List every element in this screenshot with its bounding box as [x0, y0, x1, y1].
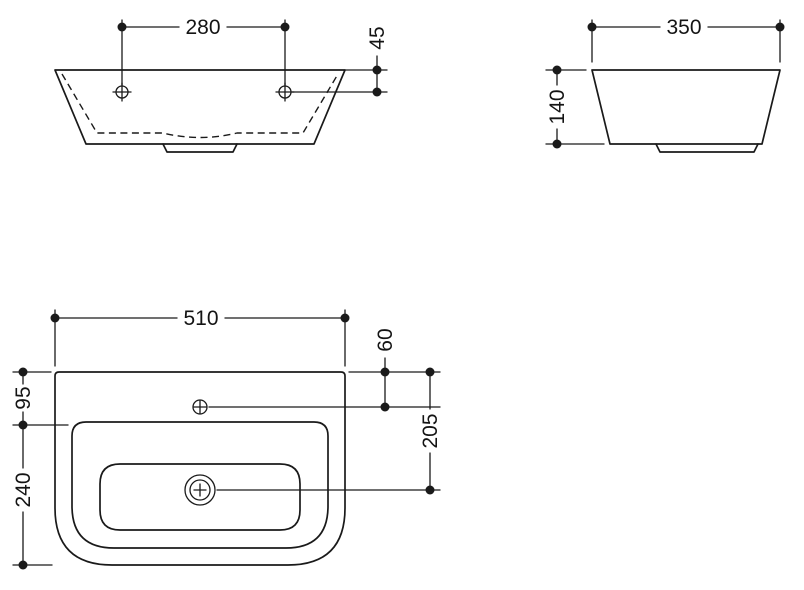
drain-hole — [184, 474, 216, 506]
tap-hole — [192, 399, 208, 415]
plan-outer-rim — [54, 371, 346, 566]
front-drain-foot — [162, 143, 238, 153]
plan-width-label: 510 — [183, 307, 218, 330]
side-height-dimension: 140 — [545, 65, 605, 149]
side-view: 350 140 — [545, 16, 785, 153]
plan-drain-offset-label: 205 — [419, 413, 442, 448]
side-width-dimension: 350 — [587, 16, 785, 63]
plan-tap-offset-dimension: 60 — [374, 328, 397, 412]
mounting-hole-right — [275, 82, 295, 102]
side-height-label: 140 — [546, 89, 569, 124]
plan-rim-offset-dimension: 95 — [12, 367, 69, 430]
front-hole-offset-dimension: 45 — [291, 26, 389, 97]
front-view: 280 45 — [54, 16, 389, 153]
plan-drain-offset-dimension: 205 — [419, 367, 442, 495]
front-hole-offset-label: 45 — [366, 26, 389, 49]
plan-inner-rim — [71, 421, 329, 549]
plan-bowl-length-dimension: 240 — [12, 424, 53, 570]
mounting-hole-left — [112, 82, 132, 102]
plan-bowl-bottom — [99, 463, 301, 531]
plan-tap-offset-label: 60 — [374, 328, 397, 351]
front-hidden-inner-edge — [61, 73, 339, 139]
front-hole-spacing-dimension: 280 — [117, 16, 290, 86]
front-hole-spacing-label: 280 — [185, 16, 220, 39]
plan-bowl-length-label: 240 — [12, 472, 35, 507]
side-width-label: 350 — [666, 16, 701, 39]
plan-rim-offset-label: 95 — [12, 386, 35, 409]
front-basin-outline — [54, 69, 346, 145]
side-basin-outline — [591, 69, 781, 145]
plan-view: 510 60 205 95 — [12, 307, 442, 570]
side-drain-foot — [655, 143, 759, 153]
plan-width-dimension: 510 — [50, 307, 350, 367]
